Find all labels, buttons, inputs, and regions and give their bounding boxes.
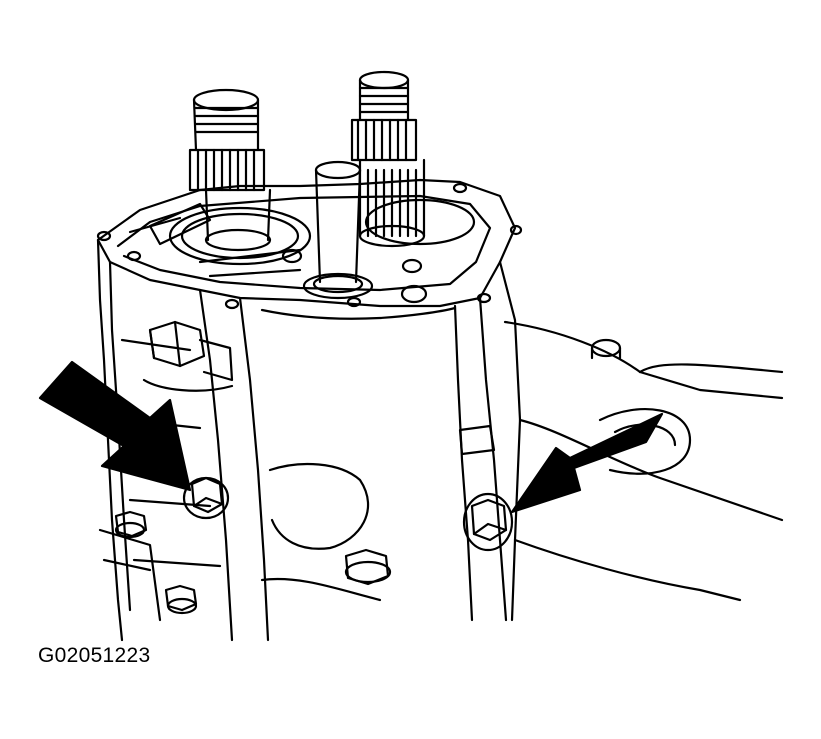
left-shaft [170, 90, 310, 264]
center-dowel [304, 162, 372, 298]
right-arrow [512, 414, 662, 512]
side-plug-bolt [144, 322, 232, 391]
lower-bolts [100, 512, 390, 620]
left-target-bolt [184, 478, 228, 518]
right-target-bolt [464, 494, 512, 550]
right-shaft [352, 72, 474, 246]
left-arrow [40, 362, 190, 490]
figure-id-label: G02051223 [38, 644, 151, 667]
flange-bolt-holes [98, 184, 521, 308]
